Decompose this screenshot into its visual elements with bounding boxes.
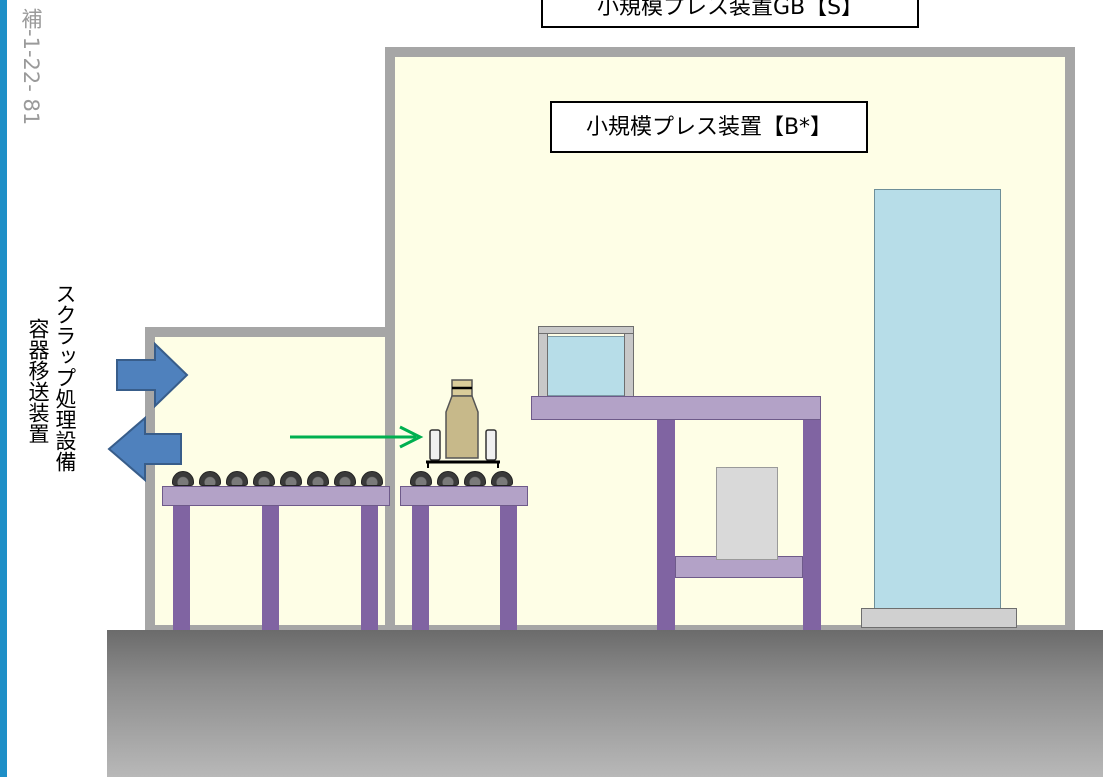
outer-enclosure-label: 小規模プレス装置GB【S】 bbox=[541, 0, 919, 28]
container-on-tray bbox=[426, 379, 500, 468]
press-roller-conveyor bbox=[400, 468, 528, 633]
transfer-arrow-icon bbox=[290, 425, 424, 449]
left-roller-conveyor bbox=[162, 468, 390, 633]
page-number: 補-1-22- 81 bbox=[19, 8, 43, 126]
container-transfer-label: 容器移送装置 bbox=[26, 318, 50, 444]
tall-column-unit bbox=[874, 189, 1001, 609]
press-device-label: 小規模プレス装置【B*】 bbox=[550, 101, 868, 153]
column-base bbox=[861, 608, 1017, 628]
scrap-processing-label: スクラップ処理設備 bbox=[53, 283, 77, 472]
floor bbox=[107, 630, 1103, 777]
arrow-left-icon bbox=[107, 416, 182, 482]
press-work-table bbox=[531, 396, 821, 632]
press-tank bbox=[536, 326, 636, 398]
page-edge-strip bbox=[0, 0, 7, 777]
arrow-right-icon bbox=[116, 342, 189, 408]
gray-container bbox=[716, 467, 778, 560]
